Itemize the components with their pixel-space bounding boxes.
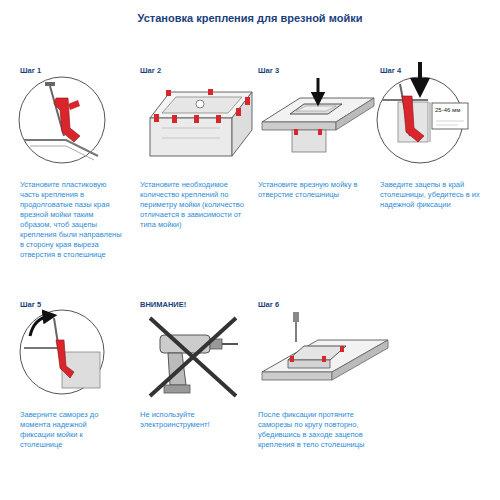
step-heading: Шаг 5 (20, 300, 41, 309)
step2-illustration-part (236, 108, 241, 116)
step1-illustration-part (30, 146, 94, 160)
step-heading: Шаг 1 (20, 66, 41, 75)
warning-caption: Не используйте электроинструмент! (140, 410, 240, 430)
step3-illustration-part (318, 129, 322, 135)
step3-illustration-part (262, 122, 336, 130)
step6-illustration-part (288, 346, 346, 360)
step2-illustration-part (172, 115, 177, 123)
step3-illustration-part (336, 98, 374, 130)
step6-illustration-part (293, 312, 299, 322)
step1-illustration-part (54, 98, 80, 142)
step6-illustration-part (262, 372, 332, 380)
dimension-label: 25-46 мм (434, 107, 461, 113)
step2-illustration-part (166, 90, 171, 96)
step5-illustration-part (24, 347, 62, 349)
step-caption: Заведите зацепы в край столешницы, убеди… (380, 180, 486, 210)
step2-illustration-part (208, 89, 213, 95)
step6-illustration-part (340, 346, 344, 352)
warning-illustration-part (222, 343, 238, 345)
step3-illustration-part (296, 106, 336, 111)
step-heading: Шаг 4 (380, 66, 401, 75)
step4-illustration (377, 62, 468, 163)
warning-illustration-part (150, 318, 236, 396)
step1-illustration-part (24, 140, 98, 156)
step2-illustration-part (150, 118, 232, 156)
step-caption: После фиксации протяните саморезы по кру… (258, 410, 368, 450)
step-heading: Шаг 3 (258, 66, 279, 75)
step6-illustration-part (322, 356, 326, 362)
step3-illustration-part (294, 129, 298, 135)
step-caption: Заверните саморез до момента надежной фи… (20, 410, 120, 450)
step2-illustration-part (232, 92, 252, 156)
step2-illustration-part (162, 138, 220, 139)
step4-illustration-part (418, 62, 422, 88)
step-heading: Шаг 6 (258, 300, 279, 309)
page-title: Установка крепления для врезной мойки (0, 12, 500, 24)
step2-illustration (150, 89, 252, 156)
step2-illustration-part (154, 114, 159, 122)
step4-illustration-part (430, 102, 431, 142)
step3-illustration-part (317, 78, 320, 99)
step3-illustration-part (290, 104, 342, 114)
step6-illustration-part (290, 356, 294, 362)
step1-illustration-part (68, 100, 80, 110)
step4-illustration-part (436, 121, 464, 122)
step4-illustration-part (432, 103, 468, 129)
step-caption: Установите пластиковую часть крепления в… (20, 180, 126, 260)
step2-illustration-part (150, 92, 252, 118)
step2-illustration-part (194, 115, 199, 123)
step1-illustration (19, 77, 105, 163)
step5-illustration-part (20, 310, 104, 394)
step-heading: Шаг 2 (140, 66, 161, 75)
step5-illustration (20, 310, 104, 394)
step4-illustration-part (436, 125, 458, 126)
step5-illustration-part (30, 316, 50, 336)
warning-illustration-part (150, 318, 236, 396)
step2-illustration-part (162, 97, 242, 113)
step2-illustration-part (162, 128, 220, 129)
step2-illustration-part (196, 100, 204, 108)
step6-illustration-part (332, 340, 388, 380)
step3-illustration-part (292, 130, 326, 152)
step1-illustration-part (45, 82, 55, 86)
warning-illustration (150, 318, 238, 396)
step2-illustration-part (245, 97, 250, 105)
step1-illustration-part (19, 77, 105, 163)
step6-illustration (262, 312, 388, 380)
step2-illustration-part (216, 115, 221, 123)
step-caption: Установите необходимое количество крепле… (140, 180, 246, 230)
warning-heading: ВНИМАНИЕ! (140, 300, 186, 309)
step5-illustration-part (56, 340, 74, 378)
step3-illustration (262, 78, 374, 152)
step-caption: Установите врезную мойку в отверстие сто… (258, 180, 364, 200)
warning-illustration-part (164, 385, 190, 393)
step4-illustration-part (402, 96, 424, 142)
